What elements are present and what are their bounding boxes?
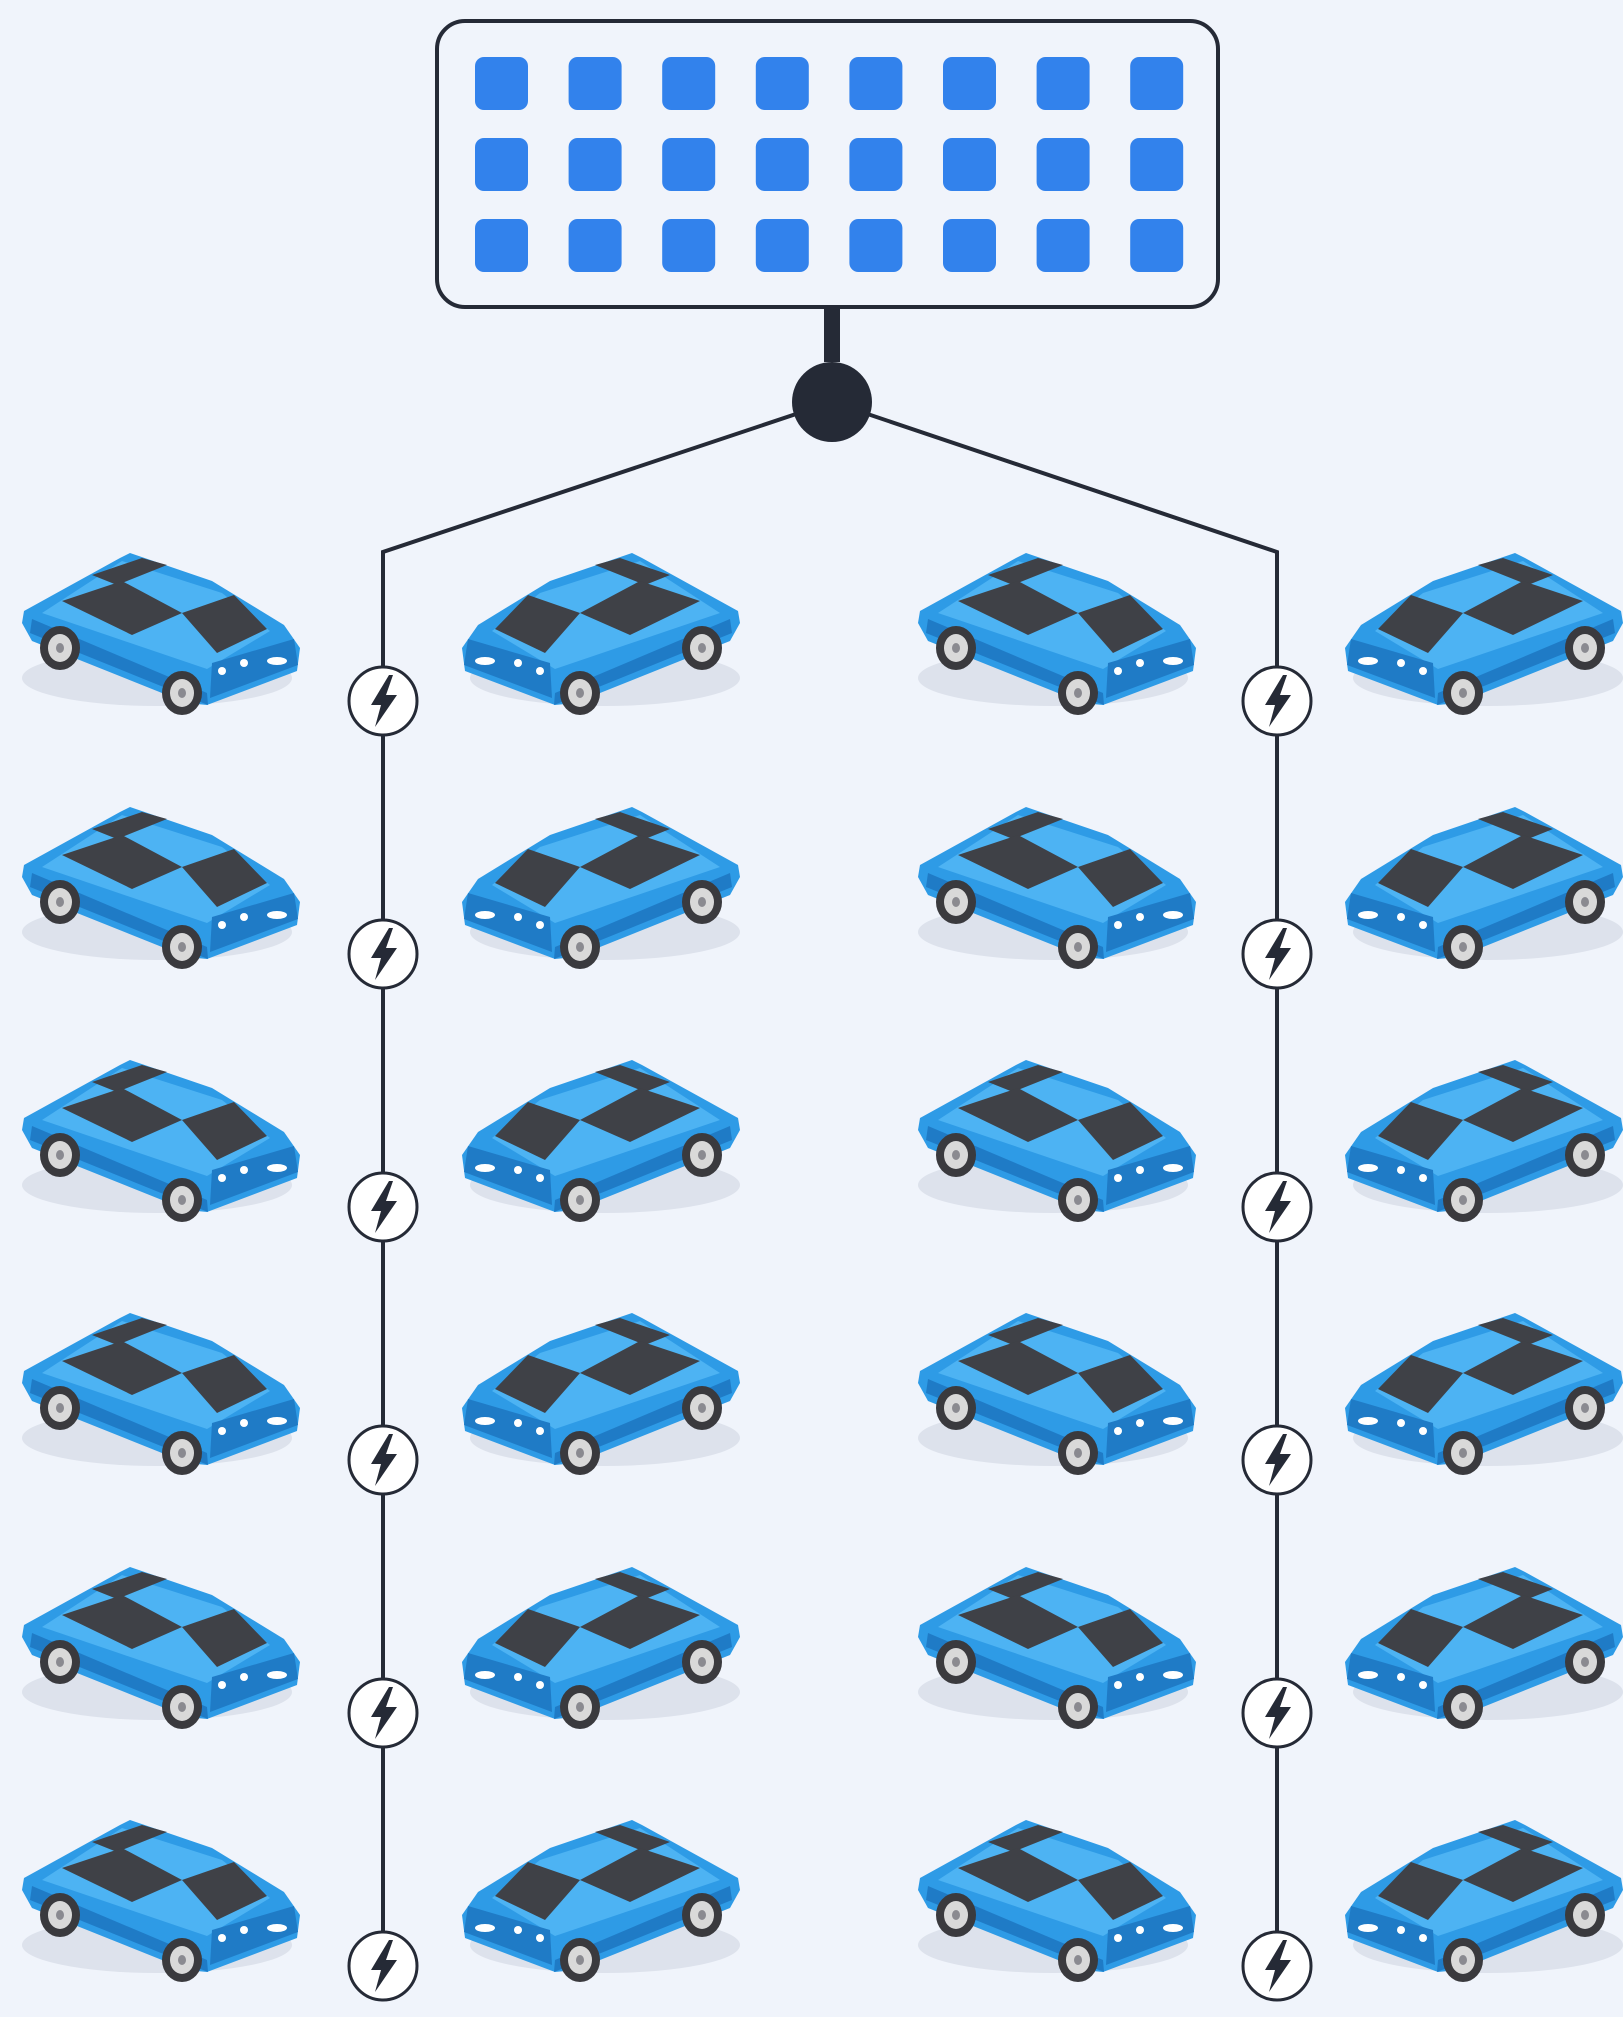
electric-car-icon <box>918 1567 1196 1729</box>
electric-car-icon <box>918 553 1196 715</box>
charging-bolt-icon <box>347 1677 419 1749</box>
panel-cell <box>943 138 996 191</box>
panel-cell <box>1036 219 1090 272</box>
panel-cell <box>475 138 528 191</box>
panel-cell <box>568 219 622 272</box>
charging-bolt-icon <box>347 1424 419 1496</box>
charging-bolt-icon <box>347 1171 419 1243</box>
electric-car-icon <box>1345 1313 1623 1475</box>
charging-bolt-icon <box>1241 918 1313 990</box>
electric-car-icon <box>1345 1820 1623 1982</box>
charging-bolt-icon <box>347 918 419 990</box>
electric-car-icon <box>1345 553 1623 715</box>
panel-cell <box>1036 138 1090 191</box>
panel-cell <box>662 57 716 110</box>
electric-car-icon <box>22 1567 300 1729</box>
electric-car-icon <box>918 807 1196 969</box>
electric-car-icon <box>22 1313 300 1475</box>
panel-cell <box>475 57 528 110</box>
panel-cell <box>755 219 809 272</box>
electric-car-icon <box>462 1313 740 1475</box>
charging-bolt-icon <box>1241 1171 1313 1243</box>
panel-cell <box>849 219 903 272</box>
panel-cell <box>568 57 622 110</box>
feeder-cable <box>824 307 840 362</box>
electric-car-icon <box>22 807 300 969</box>
charging-bolt-icon <box>347 1930 419 2002</box>
electric-car-icon <box>1345 807 1623 969</box>
electric-car-icon <box>918 1313 1196 1475</box>
parked-cars <box>22 553 1623 1982</box>
electric-car-icon <box>462 1567 740 1729</box>
panel-cell <box>1130 219 1184 272</box>
panel-frame <box>435 19 1220 309</box>
charging-bolt-icon <box>1241 665 1313 737</box>
panel-cell <box>662 219 716 272</box>
electric-car-icon <box>1345 1060 1623 1222</box>
panel-cell <box>1130 57 1184 110</box>
electric-car-icon <box>918 1060 1196 1222</box>
junction-node-icon <box>792 362 872 442</box>
charging-stations <box>347 665 1313 2002</box>
panel-cell <box>568 138 622 191</box>
electric-car-icon <box>462 1060 740 1222</box>
panel-cell <box>475 219 528 272</box>
charging-bolt-icon <box>1241 1677 1313 1749</box>
electric-car-icon <box>22 1820 300 1982</box>
panel-cell <box>1130 138 1184 191</box>
panel-cell <box>849 138 903 191</box>
electric-car-icon <box>22 553 300 715</box>
panel-cell <box>943 57 996 110</box>
solar-panel <box>435 19 1220 309</box>
electric-car-icon <box>22 1060 300 1222</box>
panel-cell <box>662 138 716 191</box>
electric-car-icon <box>918 1820 1196 1982</box>
panel-cell <box>1036 57 1090 110</box>
electric-car-icon <box>462 807 740 969</box>
panel-cell <box>755 138 809 191</box>
panel-cells <box>475 57 1184 272</box>
charging-bolt-icon <box>1241 1424 1313 1496</box>
electric-car-icon <box>462 1820 740 1982</box>
panel-cell <box>755 57 809 110</box>
charging-bolt-icon <box>1241 1930 1313 2002</box>
electric-car-icon <box>1345 1567 1623 1729</box>
panel-cell <box>943 219 996 272</box>
panel-cell <box>849 57 903 110</box>
electric-car-icon <box>462 553 740 715</box>
charging-bolt-icon <box>347 665 419 737</box>
